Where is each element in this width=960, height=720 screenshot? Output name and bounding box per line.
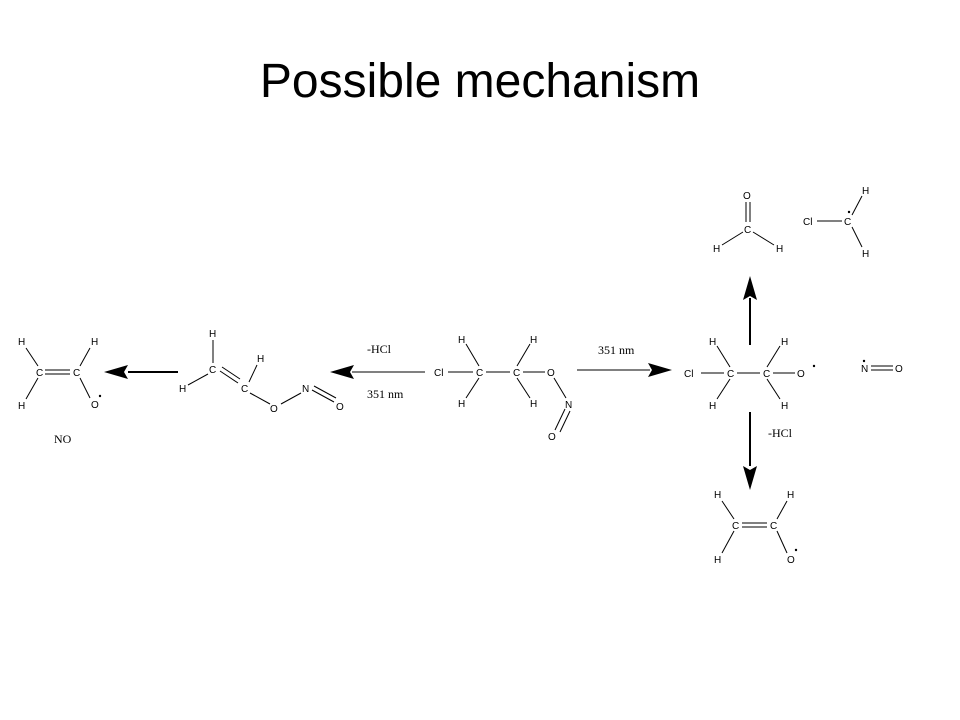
- arrow-left-elimination: [330, 365, 425, 379]
- molecule-nitric-oxide: N O: [861, 359, 903, 375]
- atom-h: H: [209, 329, 216, 340]
- atom-c: C: [727, 369, 734, 380]
- atom-cl: Cl: [434, 368, 443, 379]
- atom-h: H: [458, 399, 465, 410]
- label-no-byproduct: NO: [54, 432, 72, 446]
- atom-c: C: [770, 521, 777, 532]
- arrow-down-elimination: [743, 412, 757, 490]
- condition-hcl-down: -HCl: [768, 426, 793, 440]
- molecule-chloroethyl-nitrite: Cl C C O H H H H N O: [434, 335, 572, 443]
- molecule-vinoxy-radical-left: H H H C C O: [18, 337, 102, 412]
- molecule-chloroethoxy-radical: Cl C C O H H H H: [684, 337, 816, 412]
- atom-h: H: [458, 335, 465, 346]
- condition-hv-left: 351 nm: [367, 387, 404, 401]
- atom-o: O: [270, 404, 278, 415]
- atom-h: H: [257, 354, 264, 365]
- atom-h: H: [530, 399, 537, 410]
- atom-o: O: [743, 191, 751, 202]
- atom-h: H: [179, 384, 186, 395]
- atom-o: O: [548, 432, 556, 443]
- arrow-left-final: [104, 365, 178, 379]
- atom-h: H: [862, 186, 869, 197]
- condition-hcl-left: -HCl: [367, 342, 392, 356]
- atom-h: H: [781, 401, 788, 412]
- atom-c: C: [513, 368, 520, 379]
- atom-c: C: [209, 365, 216, 376]
- radical-dot: [794, 548, 798, 552]
- atom-n: N: [861, 364, 868, 375]
- atom-h: H: [18, 401, 25, 412]
- molecule-vinyl-nitrite: H C H C H O N O: [179, 329, 344, 415]
- radical-dot: [98, 394, 102, 398]
- atom-c: C: [844, 217, 851, 228]
- atom-o: O: [895, 364, 903, 375]
- radical-dot: [847, 210, 851, 214]
- atom-c: C: [732, 521, 739, 532]
- atom-c: C: [73, 368, 80, 379]
- radical-dot: [862, 359, 866, 363]
- atom-h: H: [781, 337, 788, 348]
- atom-h: H: [713, 244, 720, 255]
- atom-o: O: [336, 402, 344, 413]
- radical-dot: [812, 364, 816, 368]
- atom-c: C: [744, 225, 751, 236]
- atom-h: H: [18, 337, 25, 348]
- atom-h: H: [709, 401, 716, 412]
- atom-o: O: [547, 368, 555, 379]
- atom-c: C: [763, 369, 770, 380]
- molecule-formaldehyde: O C H H: [713, 191, 783, 255]
- atom-h: H: [787, 490, 794, 501]
- atom-o: O: [787, 555, 795, 566]
- atom-cl: Cl: [684, 369, 693, 380]
- atom-n: N: [302, 384, 309, 395]
- atom-h: H: [709, 337, 716, 348]
- atom-h: H: [91, 337, 98, 348]
- atom-h: H: [776, 244, 783, 255]
- atom-h: H: [530, 335, 537, 346]
- condition-hv-right: 351 nm: [598, 343, 635, 357]
- atom-o: O: [91, 400, 99, 411]
- arrow-right-photolysis: [577, 363, 672, 377]
- molecule-chloromethyl-radical: Cl C H H: [803, 186, 869, 260]
- atom-h: H: [714, 555, 721, 566]
- atom-h: H: [714, 490, 721, 501]
- slide-title: Possible mechanism: [259, 55, 701, 108]
- atom-h: H: [862, 249, 869, 260]
- arrow-up-decomposition: [743, 276, 757, 345]
- atom-n: N: [565, 400, 572, 411]
- atom-c: C: [241, 384, 248, 395]
- atom-c: C: [476, 368, 483, 379]
- atom-cl: Cl: [803, 217, 812, 228]
- atom-c: C: [36, 368, 43, 379]
- molecule-vinoxy-radical-bottom: H H H C C O: [714, 490, 798, 566]
- atom-o: O: [797, 369, 805, 380]
